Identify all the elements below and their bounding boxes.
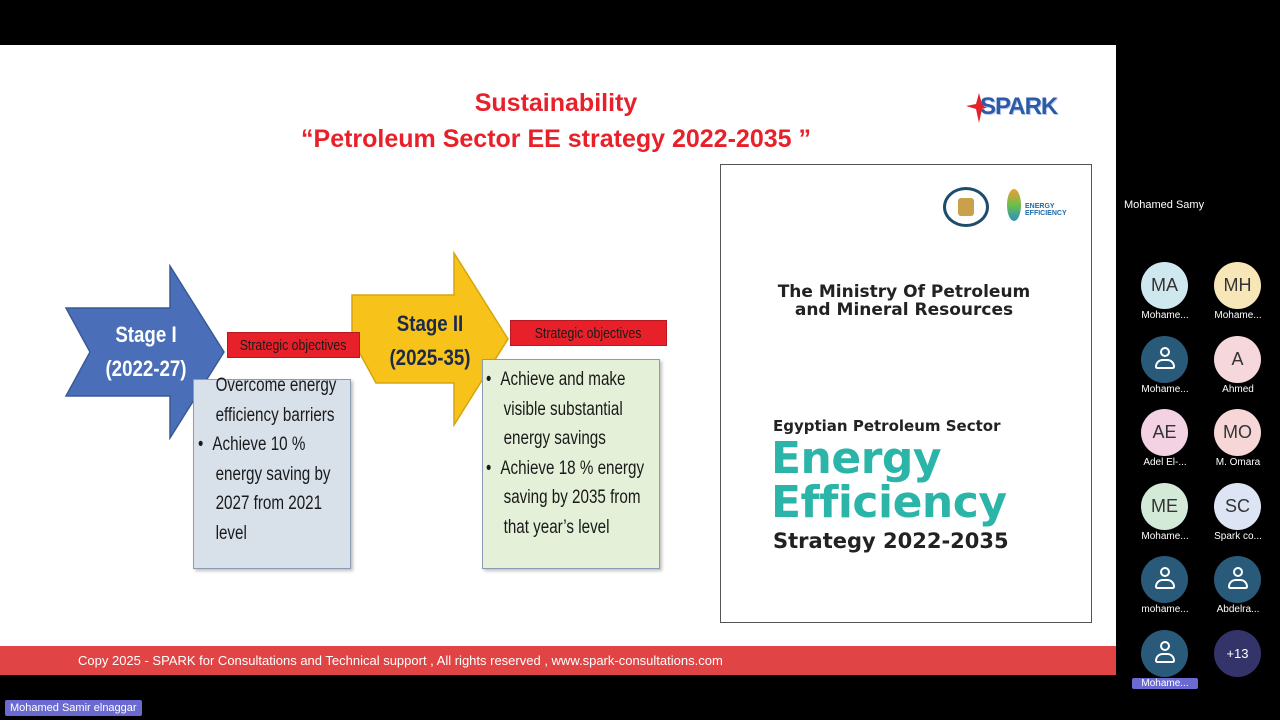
stage2-label-name: Stage II	[396, 311, 464, 336]
stage2-objectives-text: • Achieve and make visible substantial en…	[486, 365, 666, 542]
avatar: A	[1214, 335, 1261, 383]
avatar: ME	[1141, 482, 1188, 530]
stage2-arrow	[351, 251, 509, 427]
stage2-line: energy savings	[503, 428, 606, 449]
avatar: SC	[1214, 482, 1261, 530]
stage1-objectives-text: Overcome energy efficiency barriers • Ach…	[198, 371, 358, 548]
participant-tile[interactable]: mohame...	[1136, 556, 1200, 618]
bullet-icon: •	[486, 457, 492, 479]
ministry-line: The Ministry Of Petroleum	[777, 282, 1031, 302]
participant-name: M. Omara	[1215, 457, 1261, 468]
participant-name: Mohame...	[1141, 383, 1189, 395]
person-icon	[1155, 567, 1175, 591]
ministry-line: and Mineral Resources	[794, 300, 1014, 320]
participant-tile[interactable]: Mohame...	[1132, 629, 1200, 692]
stage1-line: Overcome energy	[215, 375, 337, 396]
stage2-line: Achieve 18 % energy	[500, 457, 645, 479]
stage2-line: Achieve and make	[500, 369, 626, 390]
ministry-name: The Ministry Of Petroleum and Mineral Re…	[721, 283, 1087, 319]
participant-name: Adel El-...	[1143, 457, 1187, 468]
stage2-line: saving by 2035 from	[503, 487, 641, 508]
stage1-label-name: Stage I	[115, 322, 177, 347]
stage1-line: energy saving by	[215, 463, 331, 485]
active-speaker-name: Mohamed Samy	[1124, 199, 1205, 211]
stage1-line: 2027 from 2021	[215, 493, 323, 514]
stage1-line: efficiency barriers	[215, 404, 335, 426]
cover-strategy-years: Strategy 2022-2035	[773, 529, 1009, 553]
participant-name: Mohame...	[1214, 310, 1262, 321]
leaf-icon	[1007, 189, 1021, 221]
stage1-arrow	[64, 264, 225, 440]
avatar: MA	[1141, 262, 1188, 309]
stage2-label: Stage II (2025-35)	[379, 307, 481, 375]
stage1-objectives-header: Strategic objectives	[227, 332, 360, 358]
spark-logo: SPARK	[966, 91, 1058, 123]
ministry-emblem-icon	[943, 187, 989, 227]
avatar: MH	[1214, 262, 1261, 309]
slide-footer: Copy 2025 - SPARK for Consultations and …	[0, 646, 1116, 675]
sector-title: Egyptian Petroleum Sector	[773, 417, 1001, 435]
speaker-name-tag: Mohamed Samir elnaggar	[5, 700, 142, 716]
participant-name: Spark co...	[1214, 530, 1262, 542]
participant-name: mohame...	[1141, 604, 1189, 615]
avatar	[1141, 556, 1188, 603]
cover-headline-line2: Efficiency	[771, 477, 1007, 528]
person-icon	[1228, 567, 1248, 591]
participant-tile[interactable]: Mohame...	[1136, 335, 1200, 398]
more-count: +13	[1214, 629, 1261, 677]
stage2-objectives-header: Strategic objectives	[510, 320, 667, 346]
participant-name: Mohame...	[1132, 677, 1198, 689]
stage1-line: Achieve 10 %	[212, 434, 306, 455]
person-icon	[1155, 346, 1175, 371]
participant-name: Ahmed	[1222, 383, 1254, 395]
stage1-line: level	[215, 522, 247, 544]
spark-star-icon	[966, 93, 992, 123]
stage2-line: visible substantial	[503, 398, 623, 420]
slide-title: Sustainability	[474, 89, 638, 117]
footer-text: Copy 2025 - SPARK for Consultations and …	[78, 653, 723, 668]
participant-name: Abdelra...	[1216, 604, 1260, 615]
logo-text: SPARK	[980, 93, 1058, 120]
participant-name: Mohame...	[1141, 530, 1189, 542]
ee-logo-text: EFFICIENCY	[1025, 210, 1067, 217]
more-participants-button[interactable]: +13	[1209, 629, 1273, 692]
avatar: AE	[1141, 409, 1188, 456]
stage1-label-years: (2022-27)	[105, 356, 187, 381]
bullet-icon: •	[486, 369, 492, 390]
stage1-objectives-box	[193, 379, 351, 569]
participant-name: Mohame...	[1141, 310, 1189, 321]
avatar	[1141, 629, 1188, 677]
shared-slide: Sustainability “Petroleum Sector EE stra…	[0, 45, 1116, 675]
ee-logo-text: ENERGY	[1025, 203, 1055, 210]
avatar	[1214, 556, 1261, 603]
stage2-line: that year’s level	[503, 516, 610, 538]
avatar: MO	[1214, 409, 1261, 456]
bullet-icon: •	[198, 434, 204, 455]
stage2-label-years: (2025-35)	[389, 345, 471, 370]
stage1-label: Stage I (2022-27)	[95, 318, 197, 386]
person-icon	[1155, 640, 1175, 665]
avatar	[1141, 335, 1188, 383]
participant-tile[interactable]: Abdelra...	[1209, 556, 1273, 618]
stage2-objectives-box	[482, 359, 660, 569]
slide-subtitle: “Petroleum Sector EE strategy 2022-2035 …	[301, 125, 811, 153]
cover-headline-line1: Energy	[771, 433, 942, 484]
